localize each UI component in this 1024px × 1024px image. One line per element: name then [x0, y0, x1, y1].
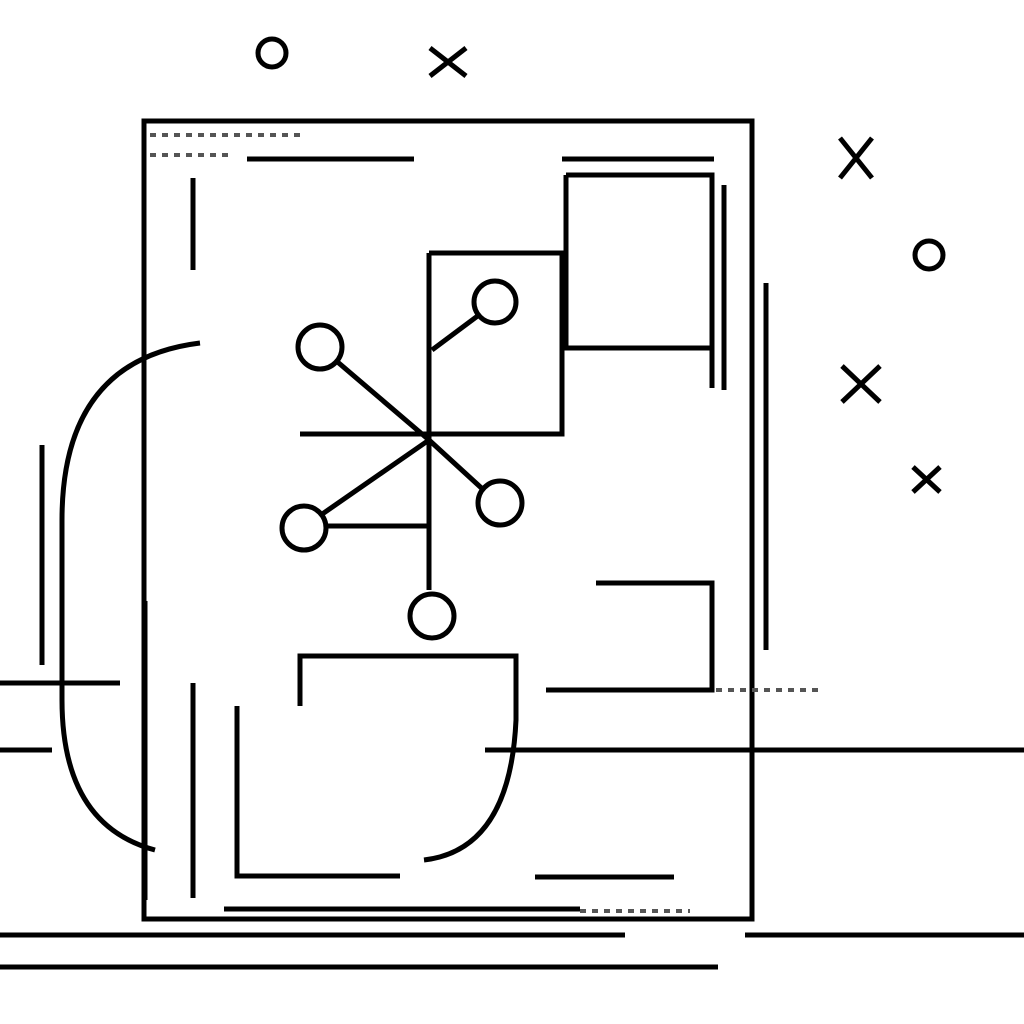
node	[279, 503, 329, 553]
faint-marks	[150, 133, 300, 157]
cross-icon	[428, 46, 468, 78]
node	[407, 591, 457, 641]
cross-icon	[838, 136, 874, 180]
top-right-box	[563, 172, 715, 388]
small-circle-icon	[255, 36, 289, 70]
main-frame	[141, 118, 755, 922]
node	[475, 478, 525, 528]
cross-icon	[911, 465, 942, 494]
l-shape	[234, 706, 400, 879]
small-circle-icon	[912, 238, 946, 272]
node	[471, 278, 519, 326]
network-graph	[279, 278, 525, 641]
left-arc	[59, 340, 201, 853]
node	[295, 322, 345, 372]
cup-shape	[297, 653, 519, 863]
bracket-shape	[546, 580, 715, 693]
cross-icon	[840, 364, 882, 404]
